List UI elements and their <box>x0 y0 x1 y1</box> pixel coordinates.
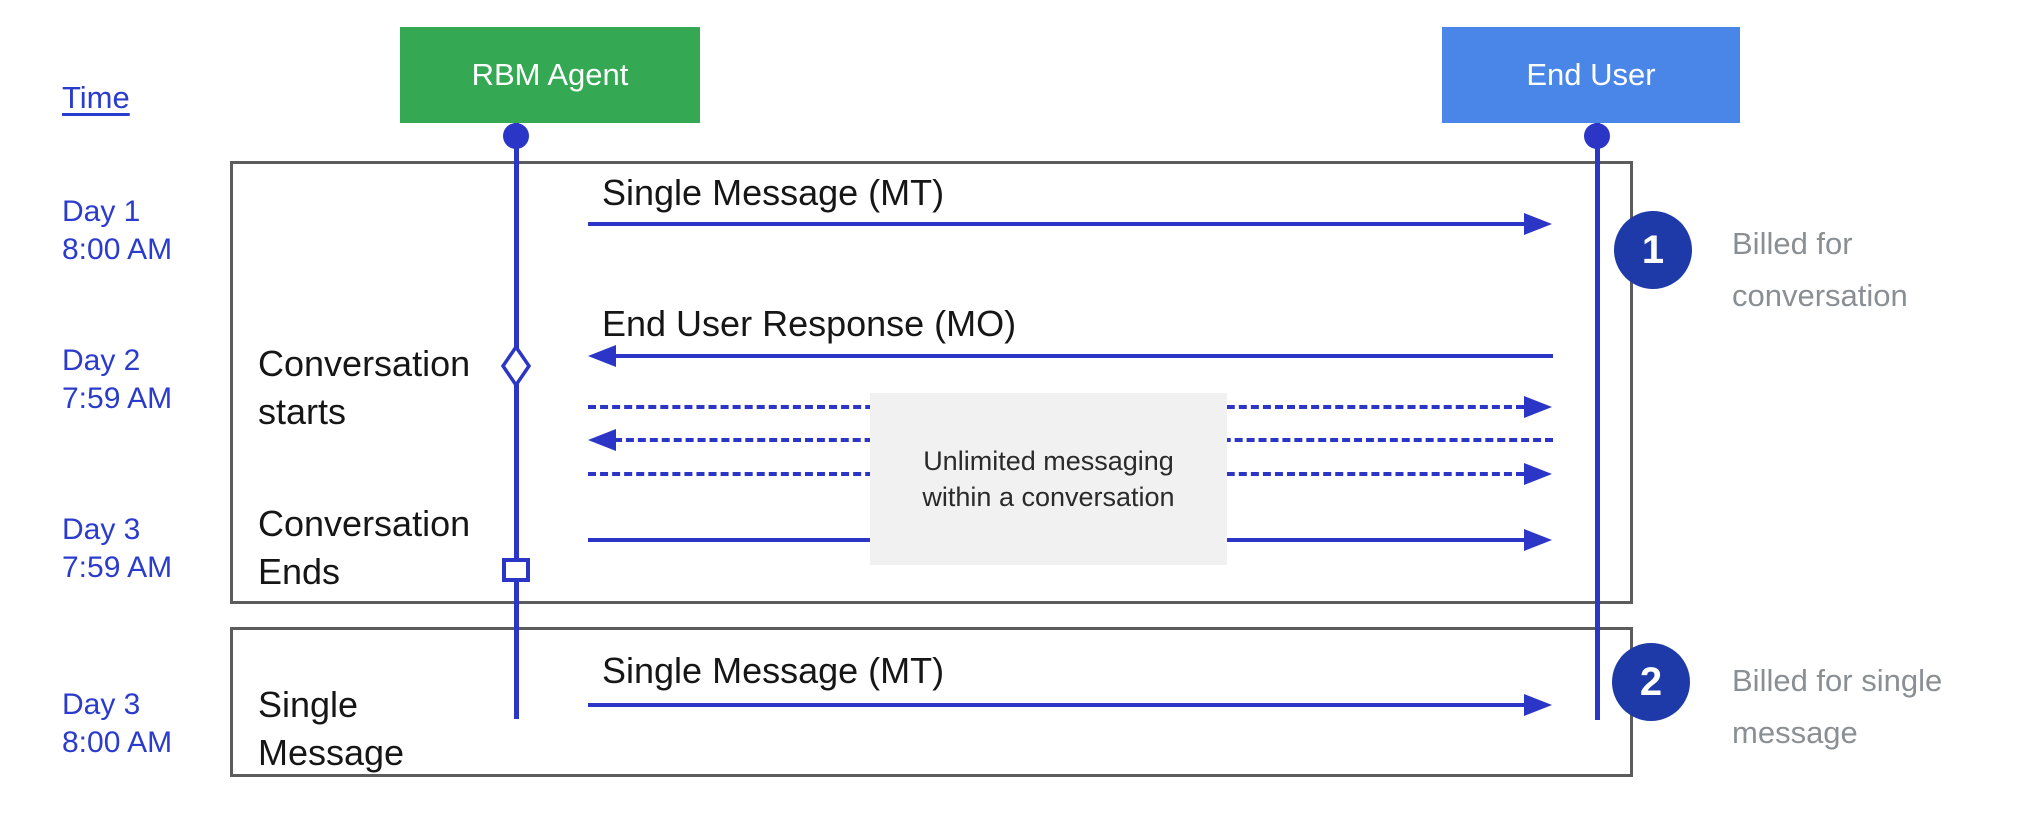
unlimited-messaging-line2: within a conversation <box>922 482 1175 512</box>
single-mt-message-label: Single Message (MT) <box>602 650 945 691</box>
conversation-starts-line2: starts <box>258 391 347 432</box>
end-user-lifeline-dot-icon <box>1584 123 1610 149</box>
conversation-starts-label: Conversation starts <box>258 340 470 436</box>
single-mt-arrowhead-icon <box>1524 694 1552 716</box>
dashed-arrowhead-right-1-icon <box>1524 396 1552 418</box>
note-billed-for-single-message: Billed for single message <box>1732 655 1942 759</box>
conversation-ends-label: Conversation Ends <box>258 500 470 596</box>
note-2-line1: Billed for single <box>1732 663 1943 698</box>
timeline-time: 7:59 AM <box>62 382 173 415</box>
conversation-ends-line1: Conversation <box>258 503 471 544</box>
billing-badge-2: 2 <box>1612 643 1690 721</box>
timeline-label-day3: Day 3 7:59 AM <box>62 511 172 587</box>
single-message-line1: Single <box>258 684 359 725</box>
timeline-day: Day 2 <box>62 344 141 377</box>
single-message-line2: Message <box>258 732 405 773</box>
unlimited-messaging-panel: Unlimited messaging within a conversatio… <box>870 393 1227 565</box>
note-2-line2: message <box>1732 715 1858 750</box>
actor-rbm-agent: RBM Agent <box>400 27 700 123</box>
conversation-start-diamond-icon <box>500 344 532 388</box>
time-axis-label: Time <box>62 80 130 115</box>
mt-arrowhead-icon <box>1524 213 1552 235</box>
dashed-arrowhead-right-2-icon <box>1524 463 1552 485</box>
billing-badge-1: 1 <box>1614 211 1692 289</box>
conversation-ends-line2: Ends <box>258 551 341 592</box>
single-message-label: Single Message <box>258 681 404 777</box>
note-1-line1: Billed for <box>1732 226 1853 261</box>
note-1-line2: conversation <box>1732 278 1908 313</box>
mo-arrowhead-icon <box>588 345 616 367</box>
conversation-starts-line1: Conversation <box>258 343 471 384</box>
note-billed-for-conversation: Billed for conversation <box>1732 218 1908 322</box>
timeline-day: Day 3 <box>62 513 141 546</box>
actor-end-user: End User <box>1442 27 1740 123</box>
timeline-label-day3-second: Day 3 8:00 AM <box>62 686 172 762</box>
timeline-label-day1: Day 1 8:00 AM <box>62 193 172 269</box>
dashed-arrowhead-left-icon <box>588 429 616 451</box>
timeline-label-day2: Day 2 7:59 AM <box>62 342 172 418</box>
timeline-day: Day 3 <box>62 688 141 721</box>
billing-badge-1-number: 1 <box>1641 227 1665 272</box>
last-message-arrowhead-icon <box>1524 529 1552 551</box>
timeline-time: 7:59 AM <box>62 551 173 584</box>
conversation-end-square-icon <box>502 558 530 582</box>
single-mt-arrow-line <box>588 703 1524 707</box>
mo-arrow-line <box>614 354 1553 358</box>
actor-rbm-agent-label: RBM Agent <box>471 57 629 92</box>
conversation-billing-box <box>230 161 1633 604</box>
actor-end-user-label: End User <box>1526 57 1656 92</box>
timeline-day: Day 1 <box>62 195 141 228</box>
rbm-agent-lifeline-dot-icon <box>503 123 529 149</box>
unlimited-messaging-line1: Unlimited messaging <box>923 446 1174 476</box>
billing-badge-2-number: 2 <box>1639 659 1663 704</box>
timeline-time: 8:00 AM <box>62 726 173 759</box>
mt-arrow-line <box>588 222 1526 226</box>
rbm-agent-lifeline <box>514 123 519 719</box>
end-user-lifeline <box>1595 123 1600 720</box>
timeline-time: 8:00 AM <box>62 233 173 266</box>
mt-message-label: Single Message (MT) <box>602 172 945 213</box>
mo-message-label: End User Response (MO) <box>602 303 1017 344</box>
